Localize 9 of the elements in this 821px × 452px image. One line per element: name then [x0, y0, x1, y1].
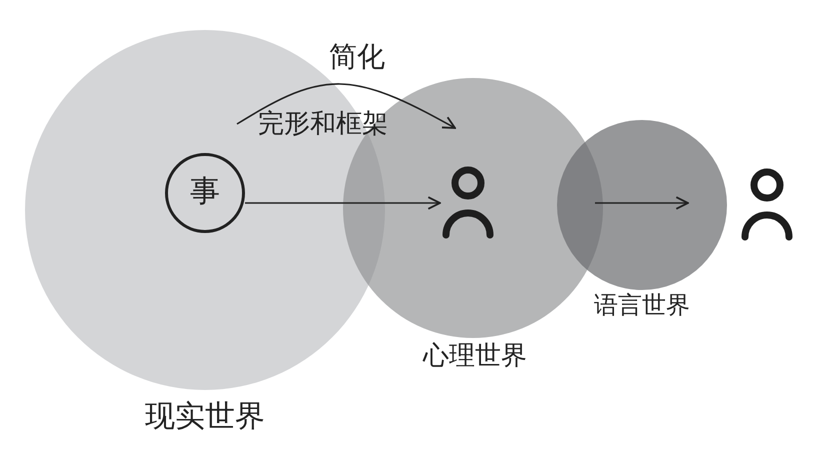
arrow — [236, 83, 456, 129]
world-label: 语言世界 — [594, 292, 690, 318]
edge-label: 简化 — [329, 42, 385, 73]
arrow — [595, 196, 689, 210]
event-label: 事 — [190, 175, 220, 208]
arrow-caption: 完形和框架 — [258, 110, 388, 139]
world-label: 现实世界 — [145, 400, 265, 433]
world-label: 心理世界 — [423, 342, 527, 371]
arrow — [245, 196, 441, 210]
